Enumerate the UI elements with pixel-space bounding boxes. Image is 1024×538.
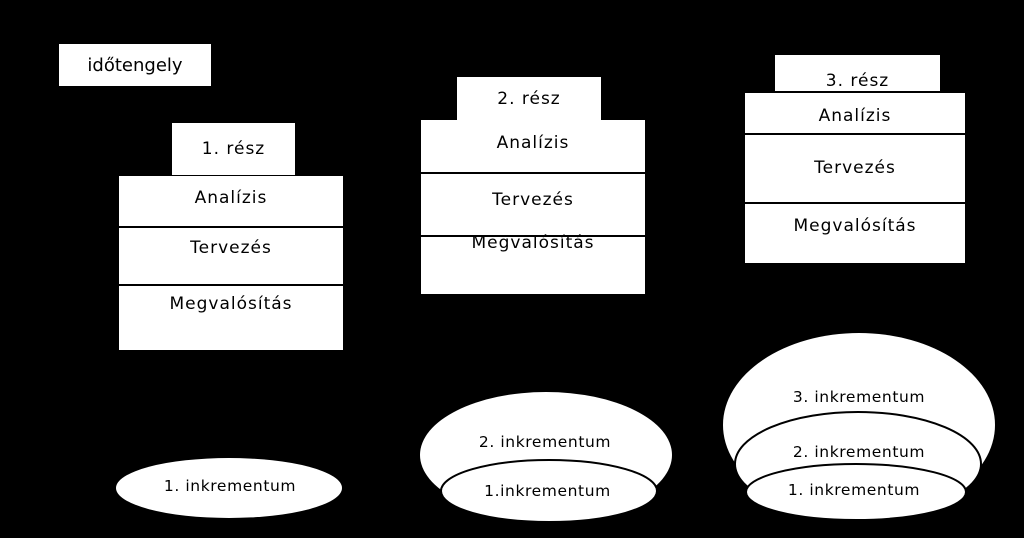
part-3-phase-stack: Analízis Tervezés Megvalósítás — [745, 93, 965, 263]
increment-ellipse-2-1 — [440, 459, 658, 523]
part-3-phase-analysis: Analízis — [818, 106, 892, 126]
part-3-phase-design: Tervezés — [814, 158, 896, 178]
part-3-phase-implementation: Megvalósítás — [793, 216, 917, 236]
part-2-phase-stack: Analízis Tervezés Megvalósítás — [421, 120, 645, 294]
part-1-title: 1. rész — [172, 123, 295, 175]
part-2-phase-analysis: Analízis — [496, 133, 570, 153]
part-3-divider-2 — [745, 202, 965, 204]
increment-label-3-2: 2. inkrementum — [792, 443, 926, 461]
increment-label-3-3: 3. inkrementum — [792, 388, 926, 406]
part-1-phase-analysis: Analízis — [194, 188, 268, 208]
part-3-title: 3. rész — [775, 55, 940, 91]
part-2-divider-2 — [421, 235, 645, 237]
part-1-phase-design: Tervezés — [190, 238, 272, 258]
increment-label-2-1: 1.inkrementum — [484, 482, 611, 500]
part-1-phase-stack: Analízis Tervezés Megvalósítás — [119, 176, 343, 350]
part-1-divider-2 — [119, 284, 343, 286]
part-2-divider-1 — [421, 172, 645, 174]
part-1-divider-1 — [119, 226, 343, 228]
timeline-label: időtengely — [59, 44, 211, 86]
increment-label-3-1: 1. inkrementum — [787, 481, 921, 499]
part-2-title: 2. rész — [457, 77, 601, 120]
part-2-phase-design: Tervezés — [492, 190, 574, 210]
part-1-phase-implementation: Megvalósítás — [169, 294, 293, 314]
part-2-phase-implementation: Megvalósítás — [471, 233, 595, 253]
part-3-divider-1 — [745, 133, 965, 135]
increment-ellipse-1-1 — [116, 458, 342, 518]
increment-label-1-1: 1. inkrementum — [163, 477, 297, 495]
increment-label-2-2: 2. inkrementum — [478, 433, 612, 451]
increment-ellipse-3-1 — [745, 463, 967, 521]
